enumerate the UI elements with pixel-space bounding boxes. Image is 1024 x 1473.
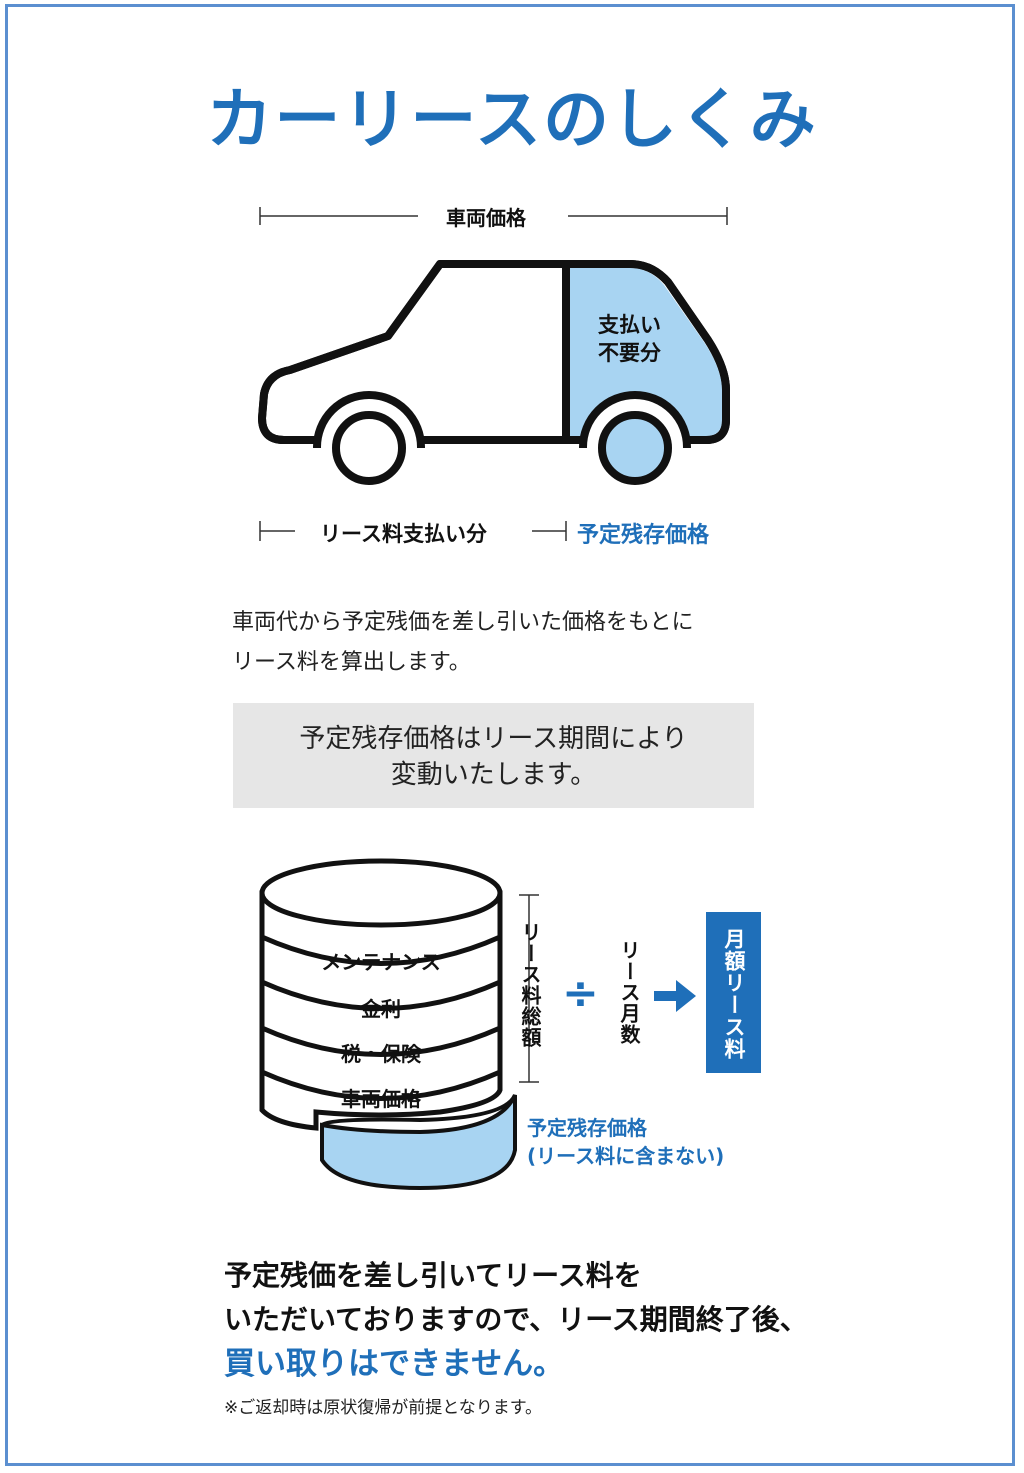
front-wheel	[332, 411, 406, 485]
summary-line1: 予定残価を差し引いてリース料を	[224, 1259, 642, 1292]
summary: 予定残価を差し引いてリース料を いただいておりますので、リース期間終了後、 買い…	[224, 1254, 808, 1386]
note-line1: 予定残存価格はリース期間により	[299, 724, 688, 754]
months-label: リース月数	[617, 940, 641, 1045]
rear-wheel	[598, 411, 672, 485]
residual-line2: (リース料に含まない)	[527, 1144, 725, 1168]
vehicle-price-label: 車両価格	[446, 206, 526, 230]
lease-payment-label: リース料支払い分	[320, 522, 487, 546]
divide-symbol: ÷	[562, 968, 599, 1019]
residual-disc	[320, 1094, 517, 1191]
residual-area	[566, 268, 722, 436]
description-line2: リース料を算出します。	[232, 650, 471, 675]
description-line1: 車両代から予定残価を差し引いた価格をもとに	[232, 610, 694, 635]
no-payment-line1: 支払い	[598, 313, 661, 337]
layer-maintenance: メンテナンス	[321, 950, 441, 974]
page-title: カーリースのしくみ	[206, 81, 818, 158]
layer-interest: 金利	[361, 997, 401, 1021]
description: 車両代から予定残価を差し引いた価格をもとに リース料を算出します。	[232, 603, 694, 683]
cylinder-diagram	[259, 858, 517, 1191]
arrow-icon	[654, 980, 696, 1012]
footnote: ※ご返却時は原状復帰が前提となります。	[224, 1398, 543, 1418]
no-payment-line2: 不要分	[598, 341, 661, 365]
monthly-box	[706, 912, 761, 1073]
note-line2: 変動いたします。	[390, 760, 597, 790]
cylinder-top	[259, 858, 503, 928]
total-bracket	[519, 894, 539, 1083]
residual-value-label: 予定残存価格	[577, 523, 710, 548]
summary-highlight: 買い取りはできません。	[224, 1346, 565, 1382]
layer-vehicle-price: 車両価格	[341, 1087, 421, 1111]
page-frame	[5, 4, 1015, 1466]
total-label: リース料総額	[518, 922, 542, 1048]
summary-line2: いただいておりますので、リース期間終了後、	[224, 1303, 808, 1336]
layer-tax-insurance: 税・保険	[341, 1042, 421, 1066]
monthly-label: 月額リース料	[722, 928, 746, 1060]
vehicle-price-dimension	[259, 207, 728, 225]
residual-excluded-label: 予定残存価格 (リース料に含まない)	[527, 1114, 724, 1170]
residual-line1: 予定残存価格	[527, 1116, 647, 1140]
no-payment-label: 支払い 不要分	[598, 311, 661, 367]
lease-dimension	[259, 521, 567, 541]
note-box: 予定残存価格はリース期間により 変動いたします。	[233, 703, 754, 808]
